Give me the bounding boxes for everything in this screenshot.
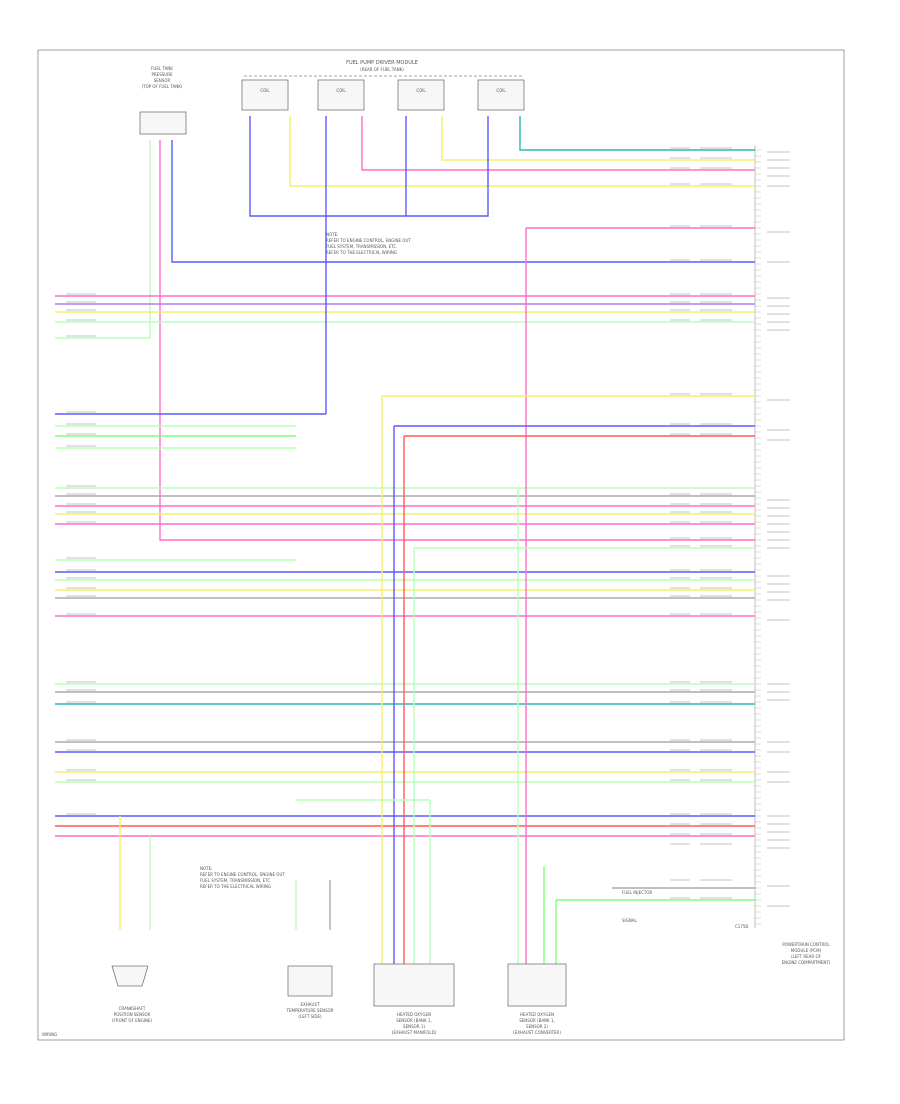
svg-text:SENSOR (BANK 1,: SENSOR (BANK 1,: [396, 1018, 432, 1023]
heated-oxygen-sensor-1: HEATED OXYGEN SENSOR (BANK 1, SENSOR 1) …: [373, 963, 455, 1035]
svg-text:FUEL TANK: FUEL TANK: [151, 66, 173, 71]
svg-text:HEATED OXYGEN: HEATED OXYGEN: [397, 1012, 431, 1017]
svg-text:COIL: COIL: [496, 88, 506, 93]
coil-c: COIL: [397, 79, 445, 111]
wire-141: [171, 140, 755, 263]
svg-text:FUEL SYSTEM, TRANSMISSION, ETC: FUEL SYSTEM, TRANSMISSION, ETC.: [326, 244, 397, 249]
svg-text:(EXHAUST CONVERTER): (EXHAUST CONVERTER): [513, 1030, 561, 1035]
svg-text:MODULE (PCM): MODULE (PCM): [791, 948, 822, 953]
svg-text:POSITION SENSOR: POSITION SENSOR: [114, 1012, 151, 1017]
note-bottom: NOTE: REFER TO ENGINE CONTROL, ENGINE OU…: [200, 866, 285, 889]
coil-d: COIL: [477, 79, 525, 111]
svg-text:C175B: C175B: [735, 924, 748, 929]
svg-text:CRANKSHAFT: CRANKSHAFT: [119, 1006, 146, 1011]
wire-132: [519, 116, 755, 151]
top-module-subtitle: (REAR OF FUEL TANK): [360, 67, 404, 72]
svg-text:SENSOR 2): SENSOR 2): [526, 1024, 548, 1029]
svg-text:SENSOR (BANK 1,: SENSOR (BANK 1,: [519, 1018, 555, 1023]
wire-134: [361, 116, 755, 171]
svg-text:(LEFT SIDE): (LEFT SIDE): [298, 1014, 322, 1019]
top-module: FUEL PUMP DRIVER MODULE (REAR OF FUEL TA…: [241, 60, 525, 111]
coil-b: COIL: [317, 79, 365, 111]
svg-text:(LEFT REAR OF: (LEFT REAR OF: [791, 954, 822, 959]
svg-text:COIL: COIL: [336, 88, 346, 93]
wire-136: [249, 116, 489, 217]
wire-139: [55, 140, 151, 339]
note-top: NOTE: REFER TO ENGINE CONTROL, ENGINE OU…: [326, 232, 411, 255]
svg-text:FUEL SYSTEM, TRANSMISSION, ETC: FUEL SYSTEM, TRANSMISSION, ETC.: [200, 878, 271, 883]
wire-140: [159, 140, 755, 541]
top-module-title: FUEL PUMP DRIVER MODULE: [346, 60, 418, 66]
svg-text:EXHAUST: EXHAUST: [301, 1002, 320, 1007]
svg-text:(TOP OF FUEL TANK): (TOP OF FUEL TANK): [142, 84, 183, 89]
diagram-frame: [37, 49, 845, 1041]
svg-text:TEMPERATURE SENSOR: TEMPERATURE SENSOR: [286, 1008, 334, 1013]
footer-code: WIRING: [42, 1032, 57, 1037]
svg-text:REFER TO THE ELECTRICAL WIRING: REFER TO THE ELECTRICAL WIRING: [326, 250, 397, 255]
wire-133: [441, 116, 755, 161]
svg-text:(EXHAUST MANIFOLD): (EXHAUST MANIFOLD): [392, 1030, 437, 1035]
exhaust-temperature-sensor: EXHAUST TEMPERATURE SENSOR (LEFT SIDE): [286, 965, 334, 1019]
svg-text:ENGINE COMPARTMENT): ENGINE COMPARTMENT): [782, 960, 831, 965]
fuel-tank-pressure-sensor: FUEL TANK PRESSURE SENSOR (TOP OF FUEL T…: [139, 66, 187, 135]
svg-text:FUEL INJECTOR: FUEL INJECTOR: [622, 890, 653, 895]
coil-a: COIL: [241, 79, 289, 111]
wires: [55, 116, 790, 964]
svg-text:COIL: COIL: [260, 88, 270, 93]
svg-text:REFER TO THE ELECTRICAL WIRING: REFER TO THE ELECTRICAL WIRING: [200, 884, 271, 889]
svg-text:COIL: COIL: [416, 88, 426, 93]
svg-text:PRESSURE: PRESSURE: [151, 72, 173, 77]
svg-text:REFER TO ENGINE CONTROL, ENGIN: REFER TO ENGINE CONTROL, ENGINE OUT: [200, 872, 285, 877]
svg-text:SIGNAL: SIGNAL: [622, 918, 638, 923]
svg-text:HEATED OXYGEN: HEATED OXYGEN: [520, 1012, 554, 1017]
svg-text:SENSOR: SENSOR: [154, 78, 171, 83]
crankshaft-position-sensor: CRANKSHAFT POSITION SENSOR (FRONT OF ENG…: [111, 965, 153, 1023]
pcm-label: C175B POWERTRAIN CONTROL MODULE (PCM) (L…: [622, 890, 831, 965]
svg-text:NOTE:: NOTE:: [326, 232, 338, 237]
svg-text:SENSOR 1): SENSOR 1): [403, 1024, 425, 1029]
svg-text:(FRONT OF ENGINE): (FRONT OF ENGINE): [112, 1018, 153, 1023]
heated-oxygen-sensor-2: HEATED OXYGEN SENSOR (BANK 1, SENSOR 2) …: [507, 963, 567, 1035]
svg-text:REFER TO ENGINE CONTROL, ENGIN: REFER TO ENGINE CONTROL, ENGINE OUT: [326, 238, 411, 243]
svg-text:POWERTRAIN CONTROL: POWERTRAIN CONTROL: [782, 942, 830, 947]
svg-text:NOTE:: NOTE:: [200, 866, 212, 871]
wire-135: [289, 116, 755, 187]
